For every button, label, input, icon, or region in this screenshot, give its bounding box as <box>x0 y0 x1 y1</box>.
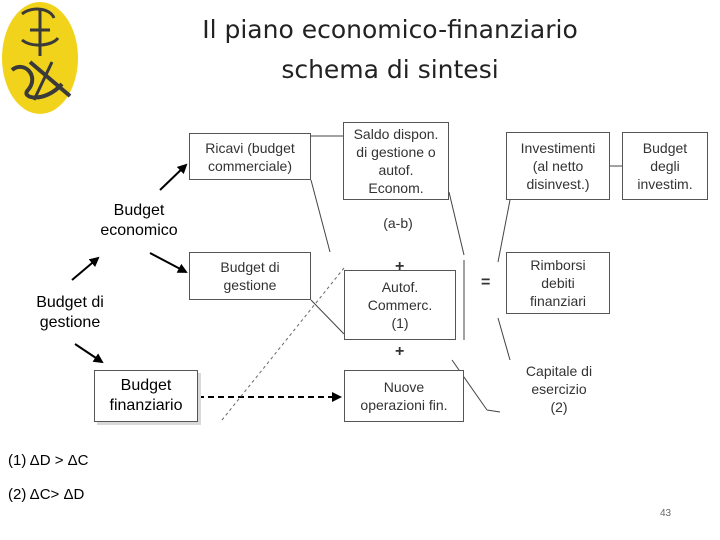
line-investimenti-rimborsi <box>497 199 511 263</box>
line-bracket-top <box>486 409 501 413</box>
label-a-b: (a-b) <box>383 215 413 231</box>
node-investimenti: Investimenti (al netto disinvest.) <box>506 132 610 200</box>
node-autof-commerc-label: Autof. Commerc. (1) <box>367 279 433 331</box>
node-budget-gestione-left-label: Budget di gestione <box>36 294 104 331</box>
node-ricavi: Ricavi (budget commerciale) <box>189 133 311 180</box>
node-budget-gestione-mid-label: Budget di gestione <box>220 259 280 293</box>
node-rimborsi: Rimborsi debiti finanziari <box>506 252 610 314</box>
arrow-gestione-to-finanziario <box>74 343 104 364</box>
node-rimborsi-label: Rimborsi debiti finanziari <box>529 257 587 309</box>
page-number: 43 <box>660 508 672 519</box>
line-dashed-thin <box>221 267 345 421</box>
arrow-left-gestione-to-economico <box>71 256 100 281</box>
footnote-2: (2) ΔC> ΔD <box>8 486 85 503</box>
arrow-economico-to-ricavi <box>159 163 188 191</box>
node-budget-economico-label: Budget economico <box>100 202 178 239</box>
logo-emblem <box>2 2 78 114</box>
line-gestione-down <box>310 299 345 335</box>
node-investimenti-label: Investimenti (al netto disinvest.) <box>520 140 596 192</box>
page-title: Il piano economico-finanziario schema di… <box>130 10 650 90</box>
node-budget-economico: Budget economico <box>80 198 198 244</box>
node-capitale-label: Capitale di esercizio (2) <box>525 363 593 415</box>
node-nuove-operazioni-label: Nuove operazioni fin. <box>360 379 448 413</box>
line-ricavi-down <box>310 179 331 253</box>
footnote-1: (1) ΔD > ΔC <box>8 452 89 469</box>
node-nuove-operazioni: Nuove operazioni fin. <box>344 370 464 422</box>
node-capitale: Capitale di esercizio (2) <box>506 358 612 420</box>
line-rimborsi-capitale <box>497 317 511 361</box>
node-ricavi-label: Ricavi (budget commerciale) <box>205 139 295 174</box>
equals-sign: = <box>481 274 491 291</box>
arrow-economico-to-gestione <box>149 252 188 273</box>
node-budget-finanziario-label: Budget finanziario <box>109 377 183 414</box>
node-saldo-label: Saldo dispon. di gestione o autof. Econo… <box>353 126 439 196</box>
title-line-2: schema di sintesi <box>281 55 499 84</box>
plus-sign-1: + <box>395 258 405 275</box>
title-line-1: Il piano economico-finanziario <box>202 15 578 44</box>
node-budget-investim: Budget degli investim. <box>622 132 708 200</box>
node-saldo: Saldo dispon. di gestione o autof. Econo… <box>343 122 449 200</box>
node-budget-gestione-left: Budget di gestione <box>20 290 120 336</box>
line-saldo-right <box>448 191 465 256</box>
line-bracket-bottom <box>451 359 488 411</box>
node-autof-commerc: Autof. Commerc. (1) <box>344 270 456 340</box>
node-budget-gestione-mid: Budget di gestione <box>189 252 311 300</box>
node-budget-investim-label: Budget degli investim. <box>637 140 693 192</box>
node-budget-finanziario: Budget finanziario <box>94 370 198 422</box>
plus-sign-2: + <box>395 343 405 360</box>
